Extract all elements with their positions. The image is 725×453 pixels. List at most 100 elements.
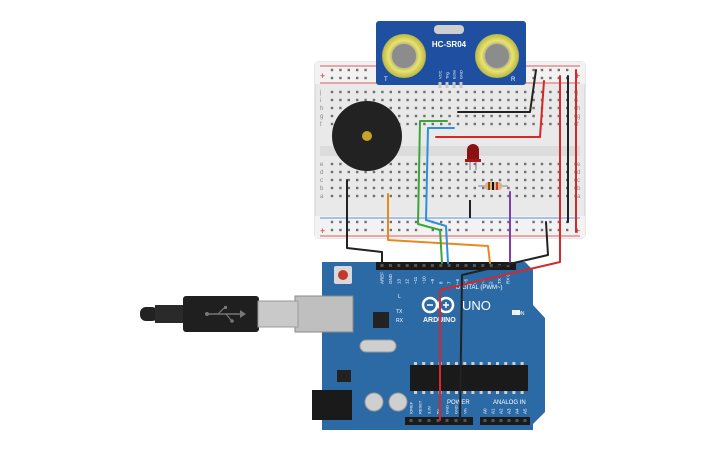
breadboard-hole: [356, 178, 359, 182]
analog-pin-label: A0: [483, 408, 488, 414]
rail-hole: [507, 220, 510, 224]
crystal: [359, 339, 397, 353]
power-pin-label: RESET: [418, 400, 423, 414]
header-pin: [481, 264, 485, 267]
header-pin: [506, 264, 510, 267]
breadboard-hole: [557, 106, 560, 110]
breadboard-hole: [431, 186, 434, 190]
row-letter: j: [319, 90, 321, 96]
breadboard-hole: [490, 178, 493, 182]
sensor-pin: [438, 82, 442, 88]
sensor-pin-label: Trig: [445, 72, 450, 79]
row-letter: b: [577, 186, 581, 192]
breadboard-hole: [381, 98, 384, 102]
breadboard-hole: [398, 194, 401, 198]
breadboard-hole: [406, 186, 409, 190]
rail-hole: [465, 228, 468, 232]
breadboard-hole: [406, 178, 409, 182]
breadboard-hole: [423, 178, 426, 182]
breadboard-hole: [448, 170, 451, 174]
sensor-pin: [452, 82, 456, 88]
breadboard-hole: [440, 194, 443, 198]
power-pin-label: IOREF: [409, 401, 414, 414]
breadboard-hole: [549, 114, 552, 118]
header-pin: [483, 419, 487, 422]
rail-hole: [557, 228, 560, 232]
reset-button-cap[interactable]: [338, 270, 348, 280]
rail-hole: [566, 228, 569, 232]
breadboard-hole: [456, 178, 460, 182]
breadboard-hole: [431, 106, 434, 110]
breadboard-hole: [398, 170, 401, 174]
breadboard-hole: [549, 106, 552, 110]
breadboard-hole: [465, 186, 468, 190]
chip-pin: [446, 391, 450, 394]
breadboard-hole: [381, 194, 384, 198]
breadboard-hole: [414, 178, 418, 182]
breadboard-hole: [339, 106, 342, 110]
header-pin: [464, 264, 468, 267]
digital-label: DIGITAL (PWM~): [456, 285, 503, 291]
breadboard-hole: [414, 106, 418, 110]
rail-hole: [440, 228, 443, 232]
chip-pin: [463, 362, 467, 365]
chip-pin: [430, 391, 434, 394]
sensor-pin-label: VCC: [438, 70, 443, 79]
breadboard-hole: [540, 186, 544, 190]
rail-hole: [557, 68, 560, 72]
chip-pin: [422, 391, 426, 394]
breadboard-hole: [532, 178, 535, 182]
chip-pin: [422, 362, 426, 365]
rail-hole: [540, 76, 544, 80]
breadboard-hole: [456, 122, 460, 126]
breadboard-hole: [389, 90, 392, 94]
header-pin: [409, 419, 413, 422]
breadboard-hole: [423, 162, 426, 166]
rail-hole: [339, 228, 342, 232]
breadboard-hole: [431, 114, 434, 118]
breadboard-hole: [498, 194, 502, 198]
breadboard-hole: [330, 90, 334, 94]
power-jack: [312, 390, 352, 420]
header-pin: [414, 264, 418, 267]
chip-pin: [504, 362, 508, 365]
breadboard-hole: [414, 90, 418, 94]
breadboard-hole: [347, 170, 350, 174]
rail-hole: [515, 220, 518, 224]
header-pin: [515, 419, 519, 422]
breadboard-hole: [448, 122, 451, 126]
digital-pin-label: ~11: [413, 276, 418, 284]
row-letter: h: [320, 106, 323, 112]
breadboard-hole: [498, 114, 502, 118]
breadboard-hole: [507, 194, 510, 198]
sensor-r-mark: R: [511, 77, 516, 83]
digital-header: [376, 262, 516, 270]
power-pin-label: GND: [454, 405, 459, 414]
breadboard-hole: [473, 106, 476, 110]
breadboard-hole: [473, 178, 476, 182]
rail-hole: [406, 220, 409, 224]
digital-pin-label: AREF: [380, 272, 385, 284]
breadboard-hole: [473, 122, 476, 126]
rail-hole: [364, 220, 367, 224]
header-pin: [405, 264, 409, 267]
breadboard-hole: [532, 170, 535, 174]
breadboard-hole: [431, 178, 434, 182]
breadboard-hole: [490, 90, 493, 94]
breadboard-hole: [549, 122, 552, 126]
breadboard-hole: [372, 98, 376, 102]
breadboard-hole: [414, 186, 418, 190]
wire-gnd: [459, 221, 549, 421]
header-pin: [456, 264, 460, 267]
breadboard-hole: [347, 98, 350, 102]
breadboard-hole: [423, 186, 426, 190]
breadboard-hole: [482, 194, 485, 198]
breadboard-hole: [507, 114, 510, 118]
wire-sensor-vcc: [435, 80, 545, 138]
arduino-uno[interactable]: ARDUINO UNO DIGITAL (PWM~) ANALOG IN POW…: [294, 262, 545, 430]
rail-hole: [549, 220, 552, 224]
rail-hole: [339, 76, 342, 80]
rail-hole: [532, 76, 535, 80]
